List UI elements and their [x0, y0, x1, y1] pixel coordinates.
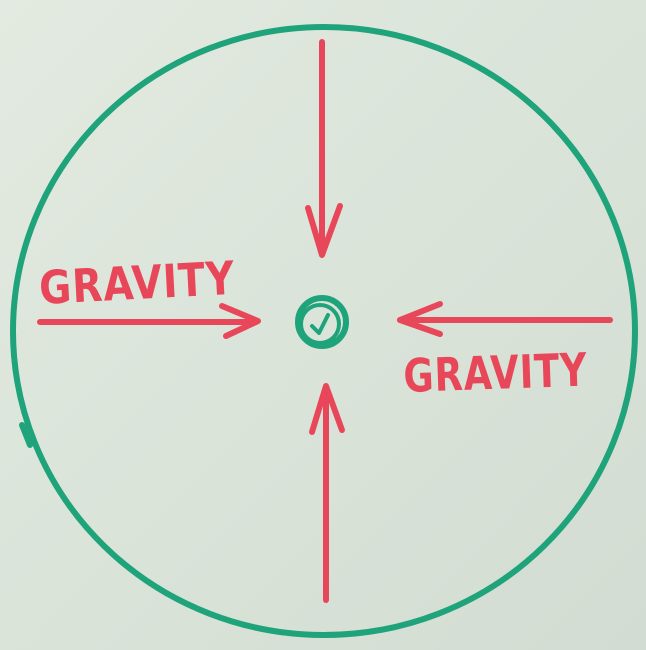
center-point: [298, 298, 346, 346]
gravity-label-left: GRAVITY: [38, 251, 237, 315]
arrow-from-top: [308, 42, 340, 255]
gravity-label-right: GRAVITY: [402, 343, 588, 403]
arrow-from-right: [400, 304, 610, 334]
arrow-from-bottom: [312, 386, 342, 600]
